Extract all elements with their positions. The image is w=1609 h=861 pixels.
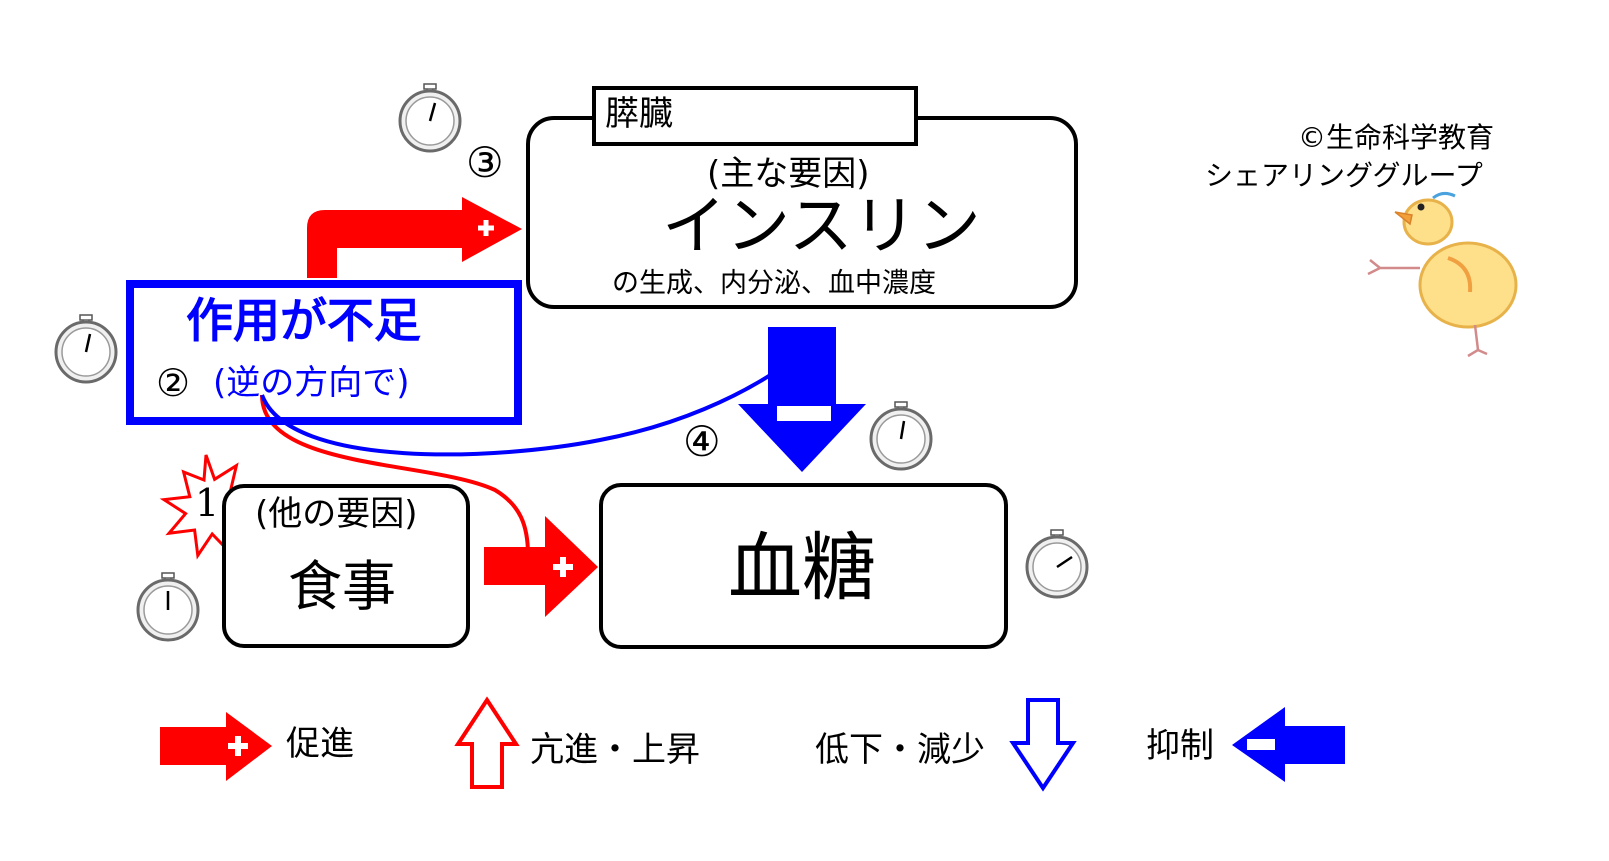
deficiency-title: 作用が不足: [186, 294, 421, 349]
chick-icon: [1367, 191, 1518, 358]
deficiency-subtitle: (逆の方向で): [213, 363, 410, 403]
legend-decrease-arrow: [1009, 698, 1077, 792]
plus-sign-legend: [228, 736, 248, 756]
legend-promote-label: 促進: [286, 724, 354, 764]
legend-inhibit-arrow: [1232, 707, 1345, 782]
legend-inhibit-label: 抑制: [1146, 726, 1214, 766]
legend-increase-label: 亢進・上昇: [530, 730, 700, 770]
deficiency-number: ②: [156, 361, 191, 405]
insulin-name: インスリン: [662, 190, 981, 264]
minus-sign-arrow: [777, 406, 831, 421]
deficiency-to-insulin-arrow: [307, 197, 522, 278]
meal-box: [222, 484, 470, 648]
copyright-line-1: ©生命科学教育: [1298, 121, 1495, 154]
deficiency-box: [126, 280, 522, 425]
plus-sign-top: [478, 220, 494, 236]
plus-sign-middle: [553, 557, 573, 577]
stopwatch-icon: [398, 82, 462, 153]
stopwatch-icon: [869, 400, 933, 471]
minus-sign-legend: [1247, 739, 1275, 750]
pancreas-label-box: [592, 86, 918, 146]
meal-to-blood-sugar-arrow: [484, 516, 598, 617]
legend-increase-arrow: [454, 696, 520, 789]
pancreas-label: 膵臓: [605, 94, 673, 134]
meal-name: 食事: [288, 555, 396, 618]
copyright-line-2: シェアリンググループ: [1205, 159, 1483, 192]
blood-sugar-box: [599, 483, 1008, 649]
insulin-box: [526, 116, 1078, 309]
legend-decrease-label: 低下・減少: [815, 730, 985, 770]
stopwatch-icon: [54, 313, 118, 384]
step-three-label: ③: [466, 138, 504, 187]
insulin-detail: の生成、内分泌、血中濃度: [612, 268, 936, 299]
step-four-label: ④: [683, 417, 721, 466]
meal-number: 1: [195, 481, 220, 525]
legend-promote-arrow: [160, 712, 272, 781]
stopwatch-icon: [1025, 528, 1089, 599]
blood-sugar-label: 血糖: [728, 525, 876, 611]
deficiency-to-insulin-arrow-curve: [260, 370, 777, 457]
deficiency-to-meal-curve: [260, 394, 530, 556]
meal-qualifier: (他の要因): [255, 494, 418, 534]
stopwatch-icon: [136, 571, 200, 642]
insulin-qualifier: (主な要因): [707, 154, 870, 194]
insulin-to-blood-sugar-arrow: [738, 327, 866, 472]
